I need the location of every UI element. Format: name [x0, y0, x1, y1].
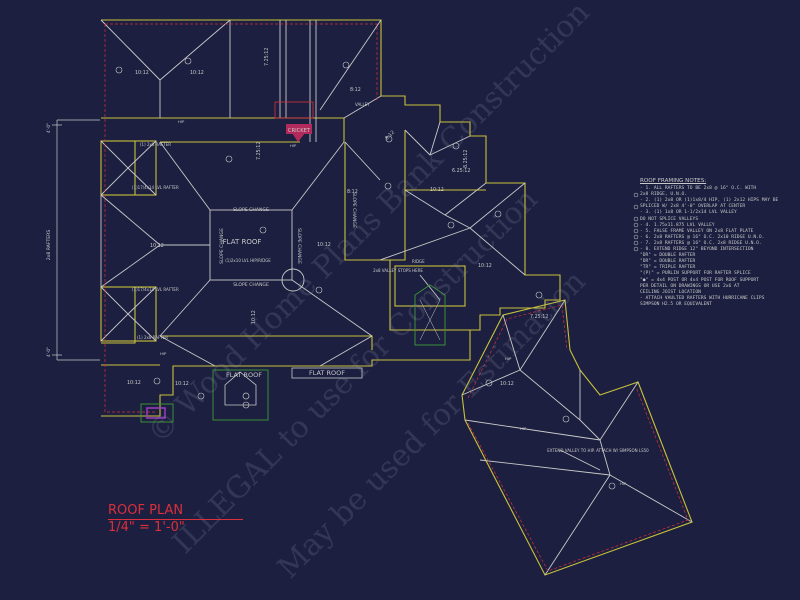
note-line: - 8. EXTEND RIDGE 12" BEYOND INTERSECTIO…	[640, 247, 754, 253]
hip-tag: HIP	[520, 426, 527, 431]
lvl-left-bottom-label: (1)17/4x14 LVL RAFTER	[132, 287, 179, 292]
hip-tag: HIP	[178, 119, 185, 124]
pitch-label: 10:12	[135, 70, 149, 76]
pitch-label: 10:12	[150, 243, 164, 249]
hip-tag: HIP	[620, 481, 627, 486]
flat-roof-strip	[291, 367, 363, 379]
pitch-label: 8:12	[384, 130, 396, 142]
wing-roof-outline	[461, 299, 693, 576]
valley-label: VALLEY	[355, 102, 370, 107]
pitch-label: 10:12	[190, 70, 204, 76]
pitch-label: 6.25:12	[452, 168, 470, 174]
dimension-top-label: 4'-0"	[46, 123, 51, 133]
note-line: "DR" = DOUBLE RAFTER	[640, 259, 696, 265]
pitch-label: 8:12	[350, 87, 361, 93]
note-line: SPLICED W/ 2x8 4'-0" OVERLAP AT CENTER	[640, 204, 746, 210]
hip-ridge-lines	[100, 19, 693, 576]
flat-roof-bottom-label: FLAT ROOF	[309, 369, 345, 377]
pitch-label: 10:12	[500, 381, 514, 387]
pitch-label: 7.25:12	[264, 48, 270, 66]
pitch-label: 10:12	[430, 187, 444, 193]
dimension-bottom-label: 4'-0"	[46, 347, 51, 357]
roof-plan-title-block: ROOF PLAN 1/4" = 1'-0"	[108, 504, 243, 535]
note-line: - 5. FALSE FRAME VALLEY ON 2x8 FLAT PLAT…	[640, 228, 754, 234]
note-line: - 3. (1) 1x8 OR 1-1/2x14 LVL VALLEY	[640, 210, 737, 216]
note-line: - 6. 2x8 RAFTERS @ 16" O.C. 2x10 RIDGE U…	[640, 234, 765, 240]
title-underline	[108, 519, 243, 520]
main-roof-outline	[101, 19, 561, 417]
rafters-left-bottom-label: (1) 2x8 RAFTER	[137, 335, 168, 340]
chimney	[140, 403, 174, 423]
small-flat-roof	[212, 369, 269, 421]
plan-labels: FLAT ROOF FLAT ROOF FLAT ROOF SLOPE CHAN…	[46, 102, 649, 453]
pitch-label: 10:12	[317, 242, 331, 248]
slope-change-top-label: SLOPE CHANGE	[233, 207, 269, 213]
note-line: - 2. (1) 2x8 OR (1)1x8/4 HIP, (1) 2x12 H…	[640, 198, 779, 204]
note-line: DO NOT SPLICE VALLEYS	[640, 216, 699, 222]
note-line: - 1. ALL RAFTERS TO BE 2x8 @ 16" O.C. WI…	[640, 186, 757, 192]
flat-roof-center-label: FLAT ROOF	[223, 238, 262, 246]
lvl-left-top-label: (1)17/4x14 LVL RAFTER	[132, 185, 179, 190]
slope-change-right-label: SLOPE CHANGE	[296, 228, 302, 264]
note-line: "DR" = DOUBLE RAFTER	[640, 253, 696, 259]
pitch-label: 10:12	[175, 381, 189, 387]
roof-outline	[100, 19, 693, 576]
hip-tags: HIP HIP HIP HIP HIP HIP	[160, 119, 627, 486]
cricket-label: CRICKET	[288, 128, 311, 134]
pitch-label: 8.25:12	[463, 150, 469, 168]
roof-framing-notes: ROOF FRAMING NOTES: - 1. ALL RAFTERS TO …	[640, 178, 790, 308]
notes-bullets	[633, 192, 639, 252]
hip-tag: HIP	[290, 143, 297, 148]
note-line: PER DETAIL ON DRAWINGS OR USE 2x6 AT	[640, 283, 740, 289]
flat-roof-small-label: FLAT ROOF	[226, 371, 262, 379]
note-line: 2x8 RIDGE, U.N.O.	[640, 192, 688, 198]
note-line: - ATTACH VAULTED RAFTERS WITH HURRICANE …	[640, 295, 765, 301]
valley-stops-label: 2x8 VALLEY STOPS HERE	[373, 268, 423, 273]
column-marker-icon	[281, 268, 305, 292]
note-line: SIMPSON H2.5 OR EQUIVALENT	[640, 301, 712, 307]
dimension-rafters-label: 2x8 RAFTERS	[46, 230, 52, 261]
skylight	[414, 284, 446, 346]
note-line: "TR" = TRIPLE RAFTER	[640, 265, 696, 271]
note-line: - 7. 2x8 RAFTERS @ 16" O.C. 2x8 RIDGE U.…	[640, 240, 762, 246]
plan-title: ROOF PLAN	[108, 503, 184, 518]
hip-tag: HIP	[160, 351, 167, 356]
hip-ridge-note-label: (1)2x10 LVL HIP/RIDGE	[225, 258, 271, 263]
note-line: - 4. 1.75x11.875 LVL VALLEY	[640, 222, 715, 228]
note-markers	[115, 57, 616, 490]
pitch-label: 7.25:12	[256, 142, 262, 160]
note-line: CEILING JOIST LOCATION	[640, 289, 701, 295]
ridge-label: RIDGE	[412, 259, 425, 264]
slope-change-left-label: SLOPE CHANGE	[219, 228, 225, 264]
left-dimension	[52, 119, 100, 361]
slope-change-mid-label: SLOPE CHANGE	[351, 192, 357, 228]
pitch-label: 10:12	[251, 310, 257, 324]
pitch-label: 10:12	[478, 263, 492, 269]
rafters-left-top-label: (1) 2x8 RAFTER	[140, 142, 171, 147]
overhang-lines	[104, 23, 689, 572]
pitch-labels: 10:12 10:12 10:12 10:12 10:12 10:12 10:1…	[127, 48, 548, 387]
pitch-label: 7.25:12	[530, 314, 548, 320]
pitch-label: 8:12	[347, 189, 358, 195]
extend-valley-label: EXTEND VALLEY TO HIP. ATTACH W/ SIMPSON …	[547, 448, 649, 453]
hip-tag: HIP	[505, 356, 512, 361]
pitch-label: 10:12	[127, 380, 141, 386]
notes-title: ROOF FRAMING NOTES:	[640, 178, 707, 184]
cricket: CRICKET	[274, 101, 314, 142]
note-line: "(P)" = PURLIN SUPPORT FOR RAFTER SPLICE	[640, 271, 751, 277]
plan-scale: 1/4" = 1'-0"	[108, 520, 185, 535]
note-line: "●" = 4x4 POST OR 4x4 POST FOR ROOF SUPP…	[640, 277, 759, 283]
slope-change-bottom-label: SLOPE CHANGE	[233, 282, 269, 288]
